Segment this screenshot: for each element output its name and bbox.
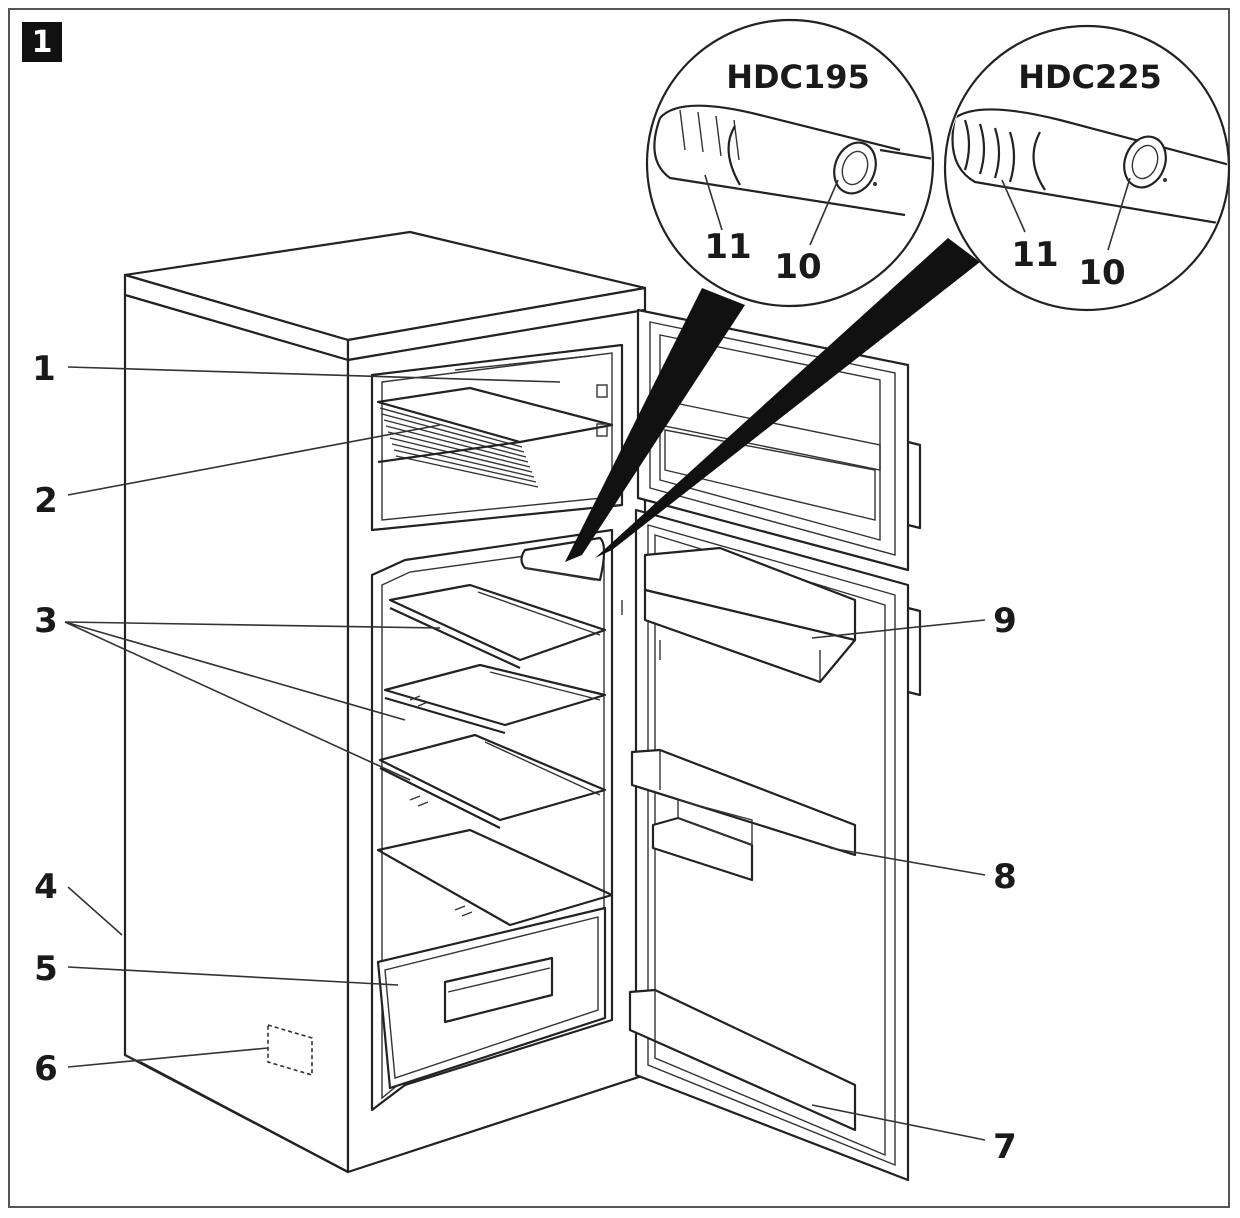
callout-9: 9 <box>993 601 1017 641</box>
model-label-hdc195: HDC195 <box>726 58 870 96</box>
freezer-compartment <box>370 343 624 532</box>
crisper-cover <box>376 828 614 927</box>
crisper-drawer <box>376 906 607 1090</box>
figure-frame <box>8 8 1230 1208</box>
callout-3: 3 <box>34 601 58 641</box>
magnifier-beam-left <box>565 288 745 562</box>
glass-shelf-middle <box>383 663 607 735</box>
door-shelf-middle <box>630 748 857 857</box>
callout-10-hdc225: 10 <box>1078 253 1125 293</box>
callout-2: 2 <box>34 481 58 521</box>
leader-lines <box>64 366 986 1141</box>
callout-5: 5 <box>34 949 58 989</box>
figure-number-badge: 1 <box>22 22 62 62</box>
dairy-compartment <box>643 546 857 684</box>
callout-numbers: 1 2 3 4 5 6 7 8 9 11 10 11 10 <box>32 227 1126 1167</box>
callout-11-hdc225: 11 <box>1011 235 1058 275</box>
glass-shelf-lower <box>378 733 607 829</box>
bottle-shelf <box>628 988 857 1132</box>
fridge-door <box>628 508 922 1182</box>
callout-1: 1 <box>32 349 56 389</box>
cabinet-side-panel <box>123 293 350 1174</box>
callout-11-hdc195: 11 <box>704 227 751 267</box>
crisper-handle <box>443 956 554 1024</box>
compressor-vent <box>267 1023 313 1077</box>
magnifier-beam-right <box>595 238 980 558</box>
callout-10-hdc195: 10 <box>774 247 821 287</box>
callout-8: 8 <box>993 857 1017 897</box>
glass-shelf-upper <box>388 583 607 669</box>
magnifier-hdc225 <box>943 24 1231 312</box>
model-label-hdc225: HDC225 <box>1018 58 1162 96</box>
fridge-compartment <box>370 528 623 1112</box>
freezer-wire-shelf <box>376 386 614 488</box>
egg-tray <box>651 799 754 882</box>
callout-7: 7 <box>993 1127 1017 1167</box>
callout-4: 4 <box>34 867 58 907</box>
magnifier-hdc195 <box>645 18 935 308</box>
callout-6: 6 <box>34 1049 58 1089</box>
